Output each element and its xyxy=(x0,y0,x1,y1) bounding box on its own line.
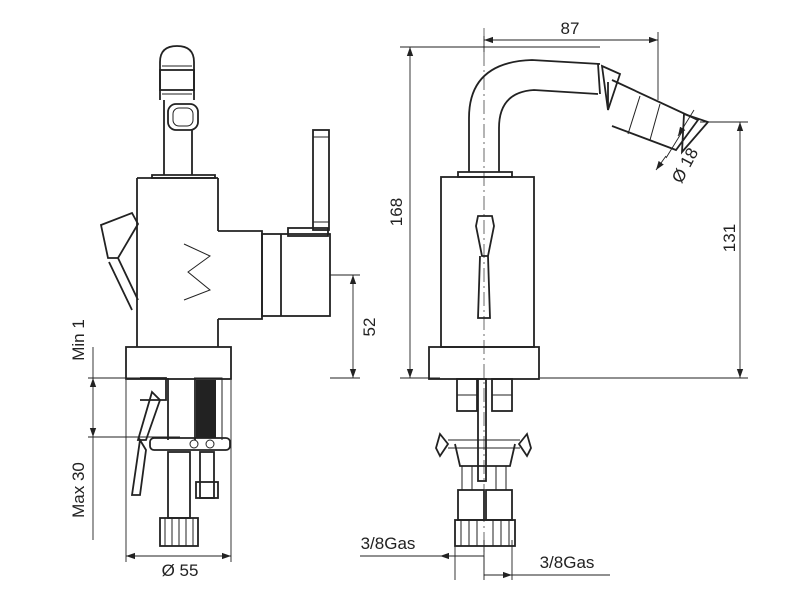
front-under-counter xyxy=(435,378,532,547)
inlet-left-dim: 3/8Gas xyxy=(361,534,416,553)
spout xyxy=(457,59,710,178)
max-thickness-dim: Max 30 xyxy=(69,462,88,518)
lever-height-dim: 52 xyxy=(360,318,379,337)
side-under-counter xyxy=(130,377,231,547)
side-view: 52 Min 1 Max 30 Ø 55 xyxy=(69,45,379,580)
side-body-shading xyxy=(183,243,211,301)
min-thickness-dim: Min 1 xyxy=(69,319,88,361)
total-height-dim: 168 xyxy=(387,198,406,226)
spout-reach-dim: 87 xyxy=(561,19,580,38)
pop-up-rod xyxy=(99,211,140,311)
lever-front xyxy=(475,215,495,319)
base-diameter-dim: Ø 55 xyxy=(162,561,199,580)
spout-height-dim: 131 xyxy=(720,224,739,252)
inlet-right-dim: 3/8Gas xyxy=(540,553,595,572)
side-body xyxy=(136,177,219,347)
aerator-head xyxy=(151,45,216,179)
front-view: 87 168 131 Ø 18 3/8Gas 3/8Gas xyxy=(360,19,748,580)
spout-diameter-dim: Ø 18 xyxy=(668,145,702,186)
lever-side xyxy=(218,129,331,320)
side-base xyxy=(125,346,232,380)
